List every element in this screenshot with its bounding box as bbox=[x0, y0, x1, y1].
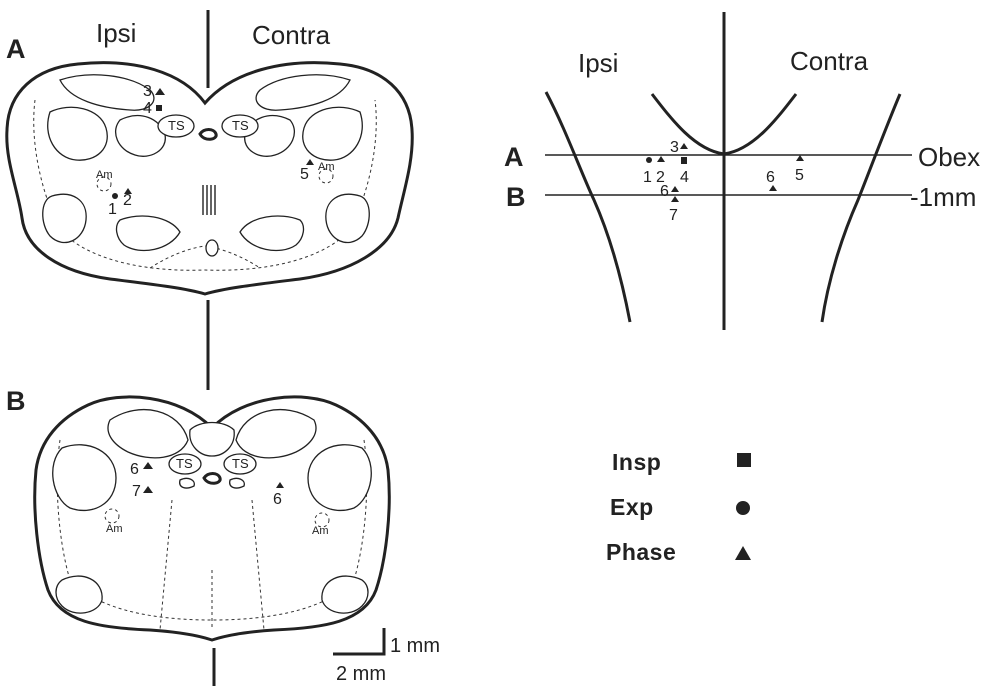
panel-a-site-1-label: 1 bbox=[108, 201, 117, 218]
panel-a-nucleus-left bbox=[116, 116, 166, 157]
panel-a-raphe-right bbox=[211, 185, 215, 215]
panel-b-dorsal-right bbox=[236, 410, 316, 458]
panel-b-ventral-left bbox=[56, 576, 102, 613]
panel-a-ventral-nucleus bbox=[206, 240, 218, 256]
schematic-site-3-marker bbox=[680, 143, 688, 149]
schematic-site-6-label: 6 bbox=[660, 183, 669, 200]
schematic-site-1-label: 1 bbox=[643, 169, 652, 186]
scale-bar: 1 mm 2 mm bbox=[333, 628, 440, 685]
panel-b-am-left: Am bbox=[106, 523, 123, 535]
panel-b-central-canal bbox=[204, 474, 220, 484]
panel-a-am-right: Am bbox=[318, 161, 335, 173]
panel-a-olive-right bbox=[240, 216, 303, 251]
schematic-site-6-contra-label: 6 bbox=[766, 169, 775, 186]
scale-bar-vertical-label: 1 mm bbox=[390, 635, 440, 657]
legend-exp-circle-icon bbox=[736, 501, 750, 515]
panel-b-ts-right: TS bbox=[232, 456, 249, 471]
panel-b-site-7-label: 7 bbox=[132, 483, 141, 500]
panel-a-site-3-label: 3 bbox=[143, 83, 152, 100]
panel-a-dorsal-left bbox=[60, 75, 154, 110]
panel-b-am-left-circle bbox=[105, 509, 119, 523]
panel-b-lateral-right bbox=[308, 445, 371, 511]
panel-a-olive-left bbox=[117, 216, 180, 251]
schematic-site-7-label: 7 bbox=[669, 207, 678, 224]
schematic-site-5-marker bbox=[796, 155, 804, 161]
panel-b-site-6-label: 6 bbox=[130, 461, 139, 478]
scale-bar-horizontal-label: 2 mm bbox=[336, 663, 386, 685]
panel-a-ts-left: TS bbox=[168, 118, 185, 133]
panel-b-lateral-left bbox=[53, 445, 116, 511]
panel-a-site-2-label: 2 bbox=[123, 192, 132, 209]
panel-a-ts-right: TS bbox=[232, 118, 249, 133]
schematic-site-5-label: 5 bbox=[795, 167, 804, 184]
panel-b-letter: B bbox=[6, 386, 26, 416]
panel-b-site-6-contra-phase-marker bbox=[276, 482, 284, 488]
panel-b-ventral-right bbox=[322, 576, 368, 613]
legend-insp-square-icon bbox=[737, 453, 751, 467]
panel-a-central-canal bbox=[200, 130, 216, 140]
schematic-site-3-label: 3 bbox=[670, 139, 679, 156]
scale-bar-lines bbox=[333, 628, 384, 654]
schematic-site-6-marker bbox=[671, 186, 679, 192]
panel-a-ventral-left bbox=[43, 194, 86, 242]
schematic-site-7-marker bbox=[671, 196, 679, 202]
schematic-left-edge bbox=[546, 92, 630, 322]
panel-b-ts-left: TS bbox=[176, 456, 193, 471]
panel-b-site-7-phase-marker bbox=[143, 486, 153, 493]
panel-a-dorsal-right bbox=[256, 75, 350, 110]
schematic-site-1-marker bbox=[646, 157, 652, 163]
panel-a-raphe-left bbox=[203, 185, 207, 215]
panel-b-dorsal-center bbox=[190, 423, 234, 457]
panel-a-site-5-label: 5 bbox=[300, 166, 309, 183]
schematic-ipsi-label: Ipsi bbox=[578, 48, 618, 78]
panel-a-letter: A bbox=[6, 34, 26, 64]
schematic-site-4-marker bbox=[681, 157, 687, 164]
panel-a-site-5-phase-marker bbox=[306, 159, 314, 165]
panel-b-ventral-lines bbox=[160, 500, 264, 630]
panel-a-contra-label: Contra bbox=[252, 20, 331, 50]
schematic-site-4-label: 4 bbox=[680, 169, 689, 186]
panel-b-dorsal-left bbox=[108, 410, 188, 458]
schematic-right-edge bbox=[822, 94, 900, 322]
legend-phase-triangle-icon bbox=[735, 546, 751, 560]
schematic-level-a: A bbox=[504, 142, 524, 172]
schematic-site-2-marker bbox=[657, 156, 665, 162]
panel-b-site-6-phase-marker bbox=[143, 462, 153, 469]
schematic-level-b: B bbox=[506, 182, 526, 212]
panel-b-sites: 6 7 6 bbox=[130, 461, 284, 508]
schematic: Ipsi Contra A B Obex -1mm 3 1 2 4 6 5 6 bbox=[504, 12, 980, 330]
panel-a-section-outline bbox=[7, 63, 412, 294]
schematic-minus1mm-label: -1mm bbox=[910, 182, 976, 212]
panel-a-site-1-exp-marker bbox=[112, 193, 118, 199]
panel-a-ventral-right bbox=[326, 194, 369, 242]
panel-a: A Ipsi Contra TS TS Am bbox=[6, 10, 412, 294]
legend: Insp Exp Phase bbox=[606, 449, 751, 565]
panel-b: B TS TS Am Am 6 7 6 bbox=[6, 386, 389, 640]
panel-a-lateral-left bbox=[48, 107, 108, 160]
panel-a-am-left: Am bbox=[96, 169, 113, 181]
panel-a-site-3-phase-marker bbox=[155, 88, 165, 95]
panel-a-ventral-line bbox=[150, 246, 260, 268]
panel-a-lateral-right bbox=[303, 107, 363, 160]
schematic-obex-label: Obex bbox=[918, 142, 980, 172]
schematic-contra-label: Contra bbox=[790, 46, 869, 76]
panel-a-ipsi-label: Ipsi bbox=[96, 18, 136, 48]
panel-b-site-6-contra-label: 6 bbox=[273, 491, 282, 508]
panel-a-site-4-insp-marker bbox=[156, 105, 162, 111]
panel-a-site-4-label: 4 bbox=[143, 100, 152, 117]
legend-exp-label: Exp bbox=[610, 494, 654, 520]
legend-insp-label: Insp bbox=[612, 449, 661, 475]
panel-b-am-right: Am bbox=[312, 525, 329, 537]
legend-phase-label: Phase bbox=[606, 539, 676, 565]
